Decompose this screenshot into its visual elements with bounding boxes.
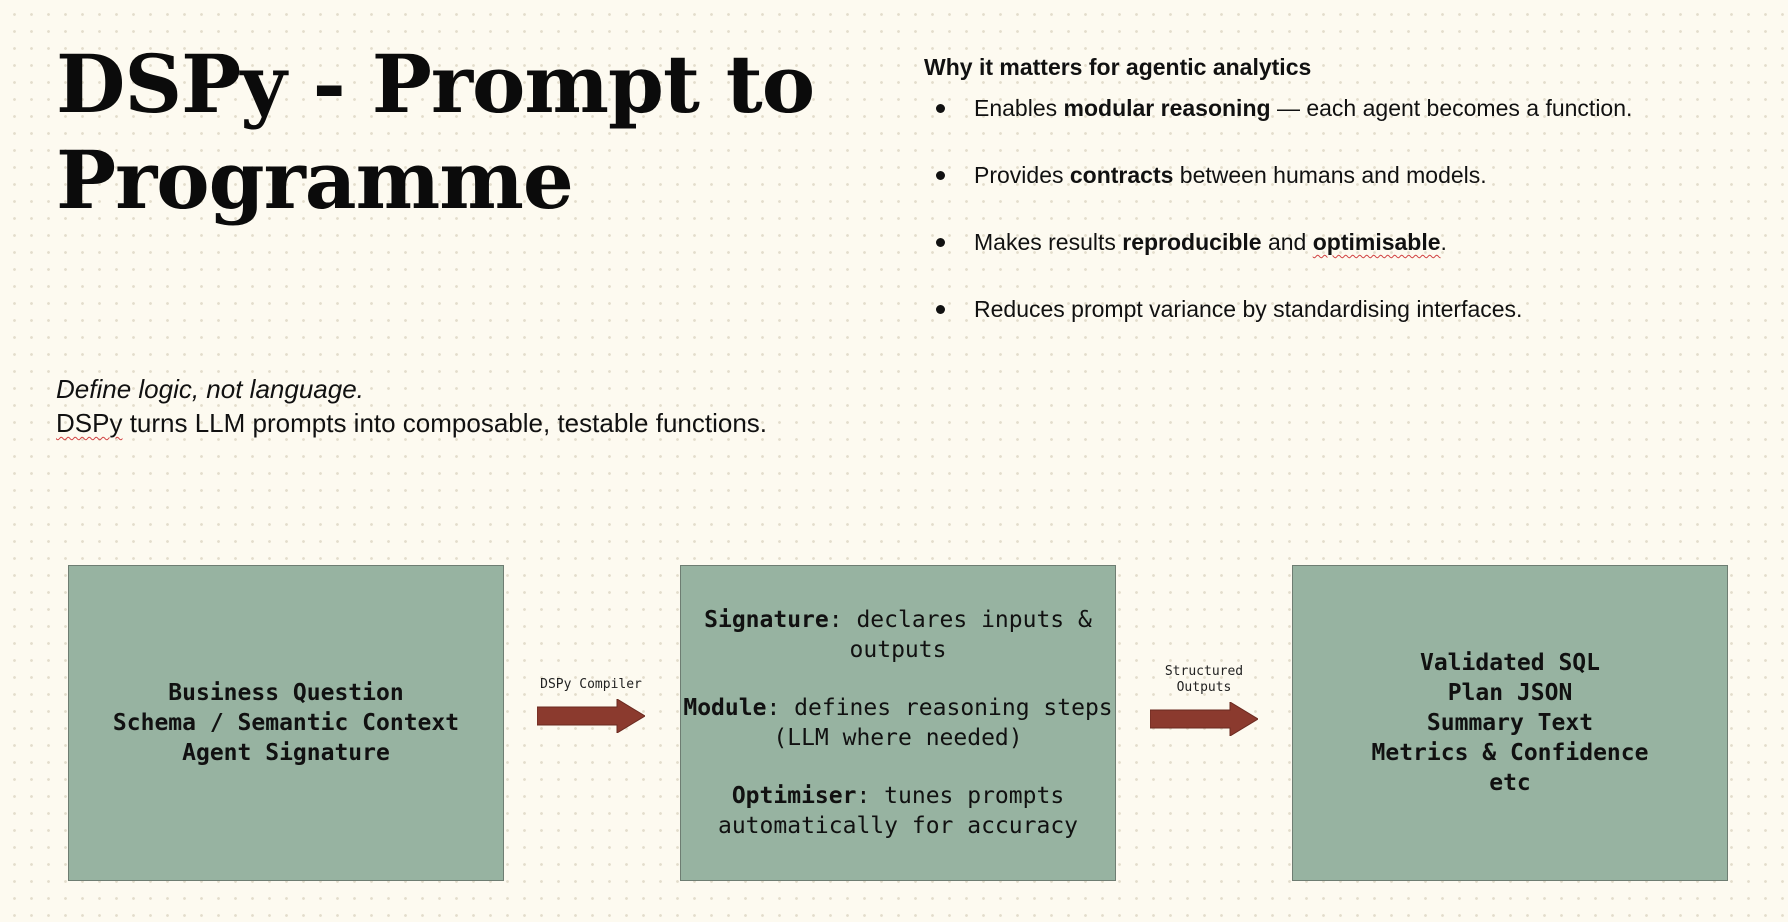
compiler-item-module: Module: defines reasoning steps (LLM whe… [683, 695, 1113, 751]
output-line: Validated SQL [1419, 650, 1600, 676]
input-line: Agent Signature [182, 740, 390, 766]
benefit-item-reproducible: Makes results reproducible and optimisab… [924, 224, 1764, 291]
tagline-italic: Define logic, not language. [56, 374, 364, 404]
benefit-item-variance: Reduces prompt variance by standardising… [924, 291, 1764, 358]
benefit-keyword: optimisable [1312, 229, 1441, 255]
bullet-icon [936, 171, 945, 180]
benefit-keyword: contracts [1069, 162, 1174, 188]
output-line: Summary Text [1426, 710, 1594, 736]
tagline-description: DSPy turns LLM prompts into composable, … [56, 408, 768, 438]
benefits-list: Enables modular reasoning — each agent b… [924, 90, 1764, 358]
compiler-item-optimiser: Optimiser: tunes prompts automatically f… [717, 783, 1079, 839]
right-arrow-icon [537, 699, 645, 733]
output-line: Plan JSON [1447, 680, 1573, 706]
compiler-arrow-label: DSPy Compiler [540, 677, 642, 692]
bullet-icon [936, 238, 945, 247]
why-it-matters-section: Why it matters for agentic analytics Ena… [924, 50, 1764, 358]
input-box: Business Question Schema / Semantic Cont… [68, 565, 504, 881]
benefit-keyword: reproducible [1122, 229, 1262, 255]
bullet-icon [936, 104, 945, 113]
tagline: Define logic, not language. DSPy turns L… [56, 372, 956, 440]
bullet-icon [936, 305, 945, 314]
output-line: etc [1489, 770, 1531, 796]
outputs-arrow: Structured Outputs [1144, 664, 1264, 736]
benefit-keyword: modular reasoning [1063, 95, 1271, 121]
benefit-item-contracts: Provides contracts between humans and mo… [924, 157, 1764, 224]
output-box: Validated SQL Plan JSON Summary Text Met… [1292, 565, 1728, 881]
right-arrow-icon [1150, 702, 1258, 736]
why-heading: Why it matters for agentic analytics [924, 54, 1312, 80]
input-line: Business Question [168, 680, 404, 706]
benefit-item-modular: Enables modular reasoning — each agent b… [924, 90, 1764, 157]
compiler-item-signature: Signature: declares inputs & outputs [704, 607, 1092, 663]
tagline-brand: DSPy [56, 408, 123, 438]
compiler-box: Signature: declares inputs & outputs Mod… [680, 565, 1116, 881]
output-line: Metrics & Confidence [1371, 740, 1649, 766]
compiler-arrow: DSPy Compiler [531, 677, 651, 733]
outputs-arrow-label: Structured Outputs [1164, 664, 1244, 695]
page-title: DSPy - Prompt to Programme [56, 37, 815, 227]
input-line: Schema / Semantic Context [112, 710, 460, 736]
